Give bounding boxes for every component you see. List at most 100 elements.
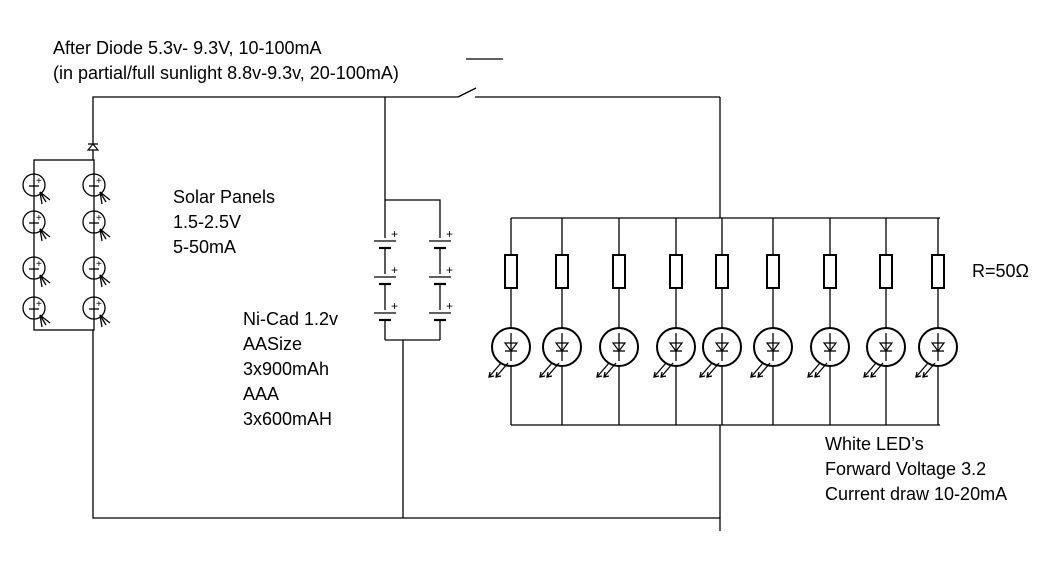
sun-ray	[39, 191, 47, 203]
battery-label-line3: 3x900mAh	[243, 359, 330, 379]
led-light-arrow	[653, 362, 667, 378]
solar-cell-circle	[22, 296, 46, 320]
solar-cell-circle	[22, 256, 46, 280]
sun-ray	[99, 274, 103, 288]
led-branch	[699, 218, 742, 425]
battery-pack: + + + + + +	[371, 199, 454, 341]
main-wiring	[92, 58, 721, 531]
battery-cell: +	[426, 299, 454, 322]
led-light-arrow	[603, 362, 617, 378]
sun-ray	[99, 228, 107, 240]
sun-ray	[99, 191, 111, 201]
led-branch	[863, 218, 906, 425]
led-branch	[915, 218, 958, 425]
battery-cell: +	[371, 263, 399, 286]
led-arrow-head	[706, 371, 713, 378]
battery-plus: +	[446, 227, 453, 241]
resistor-symbol	[555, 254, 569, 289]
battery-cell: +	[426, 263, 454, 286]
resistor-symbol	[715, 254, 729, 289]
battery-label-line1: Ni-Cad 1.2v	[243, 309, 339, 329]
battery-plus: +	[446, 263, 453, 277]
battery-gap	[426, 310, 454, 320]
solar-cell: +	[22, 256, 51, 288]
sun-ray	[99, 274, 111, 284]
led-triangle	[714, 342, 730, 352]
solar-cell: +	[22, 296, 51, 328]
switch-lever	[457, 87, 477, 98]
solar-cell-plus: +	[96, 259, 102, 270]
solar-cell-circle	[82, 296, 106, 320]
led-light-arrow	[660, 362, 674, 378]
led-arrow-head	[653, 371, 660, 378]
led-arrow-head	[699, 371, 706, 378]
resistor-symbol	[931, 254, 945, 289]
sun-ray	[39, 228, 47, 240]
battery-gap	[426, 238, 454, 248]
led-light-arrow	[922, 362, 936, 378]
sun-ray	[39, 228, 51, 238]
solar-array-frame	[33, 159, 95, 331]
led-light-arrow	[539, 362, 553, 378]
sun-ray	[39, 191, 43, 205]
resistor-symbol	[669, 254, 683, 289]
sun-ray	[99, 228, 111, 238]
resistor-value-label: R=50Ω	[972, 261, 1029, 281]
solar-cell-plus: +	[96, 299, 102, 310]
led-arrow-head	[814, 371, 821, 378]
led-light-arrow	[870, 362, 884, 378]
led-arrow-head	[870, 371, 877, 378]
sun-ray	[39, 274, 51, 284]
solar-cell: +	[82, 256, 111, 288]
led-bank	[488, 217, 958, 426]
led-arrow-head	[495, 371, 502, 378]
led-arrow-head	[807, 371, 814, 378]
battery-plus: +	[391, 227, 398, 241]
led-arrow-head	[922, 371, 929, 378]
diode-symbol	[86, 143, 100, 160]
resistor-symbol	[823, 254, 837, 289]
solar-cell-circle	[82, 256, 106, 280]
led-light-arrow	[750, 362, 764, 378]
sun-ray	[99, 274, 107, 286]
led-triangle	[554, 342, 570, 352]
battery-cell: +	[371, 299, 399, 322]
battery-gap	[426, 274, 454, 284]
resistor-symbol	[766, 254, 780, 289]
led-triangle	[822, 342, 838, 352]
solar-cell: +	[82, 173, 111, 205]
led-light-arrow	[706, 362, 720, 378]
led-triangle	[765, 342, 781, 352]
sun-ray	[99, 314, 107, 326]
led-triangle	[930, 342, 946, 352]
led-arrow-head	[603, 371, 610, 378]
battery-label-line2: AASize	[243, 334, 303, 354]
battery-top-bus	[385, 199, 441, 232]
led-arrow-head	[750, 371, 757, 378]
sun-ray	[99, 191, 103, 205]
battery-cell: +	[371, 227, 399, 250]
led-branch	[539, 218, 582, 425]
solar-panels-current: 5-50mA	[173, 237, 237, 257]
solar-panel-array: ++++++++	[22, 159, 111, 331]
led-light-arrow	[757, 362, 771, 378]
battery-cell: +	[426, 227, 454, 250]
sun-ray	[39, 228, 43, 242]
led-branch	[596, 218, 639, 425]
led-label-line3: Current draw 10-20mA	[825, 484, 1008, 504]
led-branch	[807, 218, 850, 425]
solar-cell-circle	[82, 173, 106, 197]
battery-plus: +	[391, 299, 398, 313]
resistor-symbol	[612, 254, 626, 289]
led-light-arrow	[863, 362, 877, 378]
solar-cell-plus: +	[36, 176, 42, 187]
solar-cell-plus: +	[96, 213, 102, 224]
solar-cell-plus: +	[96, 176, 102, 187]
led-light-arrow	[596, 362, 610, 378]
led-arrow-head	[539, 371, 546, 378]
led-triangle	[611, 342, 627, 352]
solar-cell-plus: +	[36, 299, 42, 310]
led-triangle	[503, 342, 519, 352]
sun-ray	[39, 314, 51, 324]
